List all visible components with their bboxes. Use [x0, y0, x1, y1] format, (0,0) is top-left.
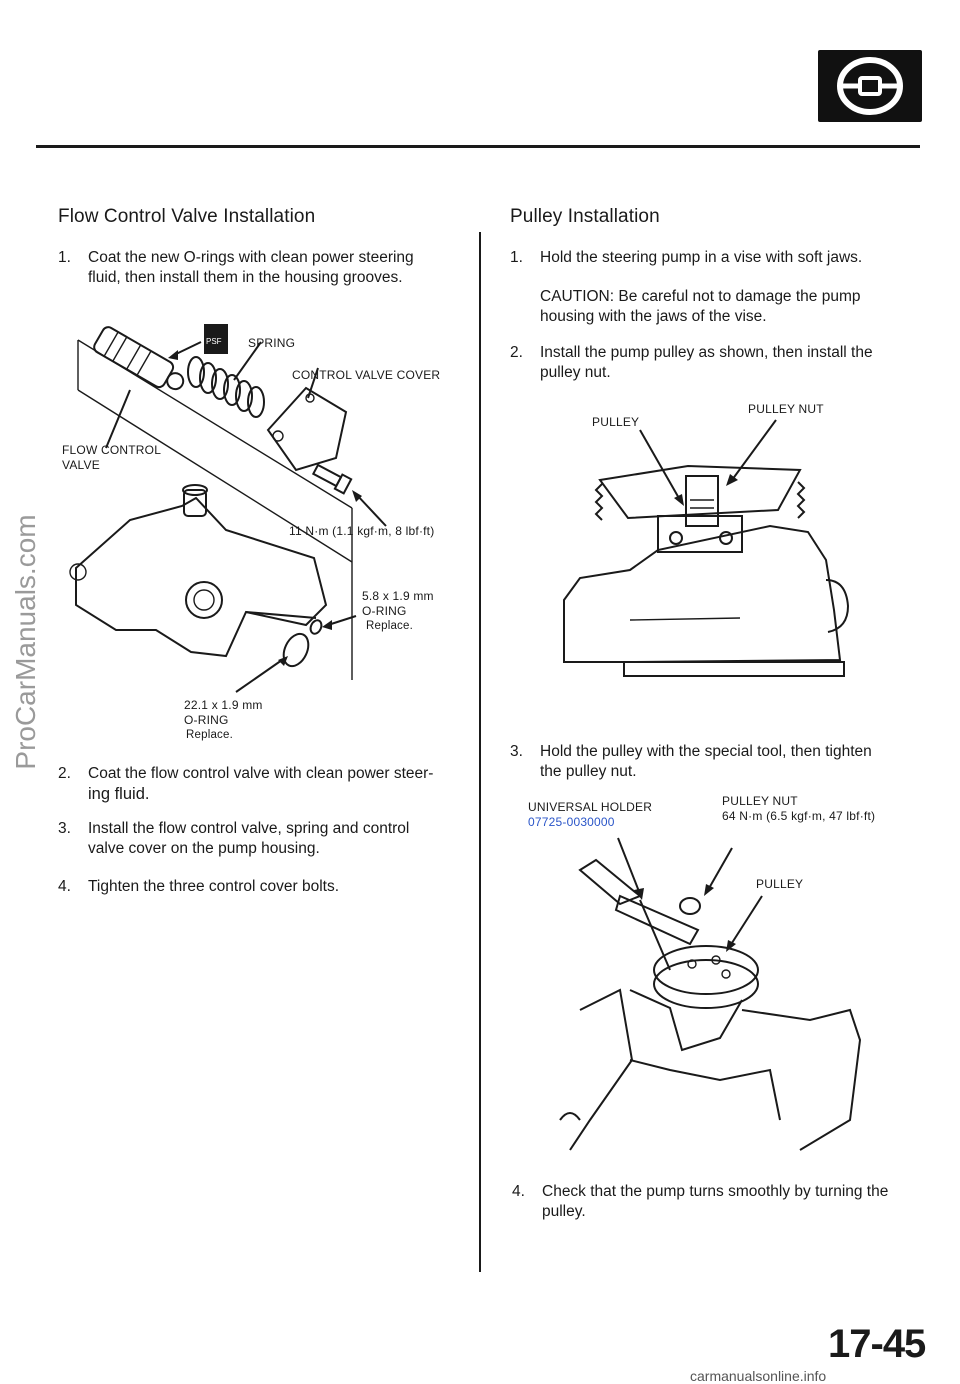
- watermark: ProCarManuals.com: [10, 514, 41, 770]
- label-large-oring: O-RING: [184, 713, 229, 727]
- header-rule: [36, 145, 920, 148]
- step-text-line: the pulley nut.: [540, 763, 637, 780]
- right-step-3: 3. Hold the pulley with the special tool…: [510, 741, 910, 785]
- caution-note: CAUTION: Be careful not to damage the pu…: [540, 286, 910, 330]
- step-text-line: pulley.: [542, 1203, 586, 1220]
- right-step-1: 1. Hold the steering pump in a vise with…: [510, 247, 910, 269]
- footer-watermark: carmanualsonline.info: [690, 1368, 827, 1384]
- label-spring: SPRING: [248, 336, 296, 350]
- step-text-line: fluid, then install them in the housing …: [88, 269, 403, 286]
- label-large-oring-note: Replace.: [186, 729, 233, 741]
- section-title-pulley: Pulley Installation: [510, 206, 660, 227]
- step-text-line: Coat the new O-rings with clean power st…: [88, 249, 414, 266]
- label-control-valve-cover: CONTROL VALVE COVER: [292, 368, 441, 382]
- step-text-line: ing fluid.: [88, 785, 150, 803]
- label-large-oring-size: 22.1 x 1.9 mm: [184, 698, 263, 712]
- right-step-2: 2. Install the pump pulley as shown, the…: [510, 342, 910, 386]
- right-step-4: 4. Check that the pump turns smoothly by…: [512, 1181, 912, 1225]
- left-step-2: 2. Coat the flow control valve with clea…: [58, 763, 458, 807]
- step-number: 3.: [510, 743, 523, 760]
- page-number: 17-45: [828, 1322, 926, 1366]
- label-universal-holder: UNIVERSAL HOLDER: [528, 800, 653, 814]
- step-number: 2.: [58, 765, 71, 782]
- psf-badge: PSF: [206, 337, 222, 346]
- universal-holder-drawing: [559, 837, 862, 1151]
- step-number: 1.: [58, 249, 71, 266]
- label-small-oring-size: 5.8 x 1.9 mm: [362, 589, 434, 603]
- step-text-line: Hold the steering pump in a vise with so…: [540, 249, 863, 266]
- step-text-line: Check that the pump turns smoothly by tu…: [542, 1183, 889, 1200]
- step-text-line: Install the pump pulley as shown, then i…: [540, 344, 873, 361]
- pulley-install-figure: [540, 400, 880, 700]
- step-text-line: valve cover on the pump housing.: [88, 840, 320, 857]
- left-step-4: 4. Tighten the three control cover bolts…: [58, 876, 458, 898]
- pulley-torque-figure: [520, 820, 880, 1165]
- left-step-1: 1. Coat the new O-rings with clean power…: [58, 247, 458, 291]
- step-text-line: Coat the flow control valve with clean p…: [88, 765, 434, 782]
- label-pulley: PULLEY: [592, 415, 640, 429]
- label-flow-control-valve: FLOW CONTROL: [62, 443, 162, 457]
- label-pulley-nut: PULLEY NUT: [748, 402, 824, 416]
- label-small-oring-note: Replace.: [366, 620, 413, 632]
- step-text-line: Tighten the three control cover bolts.: [88, 878, 340, 895]
- label-pulley-2: PULLEY: [756, 877, 804, 891]
- steering-wheel-icon: [818, 50, 922, 122]
- left-step-3: 3. Install the flow control valve, sprin…: [58, 818, 458, 862]
- exploded-view-drawing: PSF: [69, 324, 387, 693]
- step-text-line: Install the flow control valve, spring a…: [88, 820, 410, 837]
- caution-line: housing with the jaws of the vise.: [540, 308, 767, 325]
- step-number: 1.: [510, 249, 523, 266]
- pulley-section-drawing: [563, 419, 850, 677]
- step-number: 2.: [510, 344, 523, 361]
- step-text-line: pulley nut.: [540, 364, 611, 381]
- label-pulley-nut-torque: 64 N·m (6.5 kgf·m, 47 lbf·ft): [722, 809, 876, 823]
- label-flow-control-valve-2: VALVE: [62, 458, 100, 472]
- label-holder-part-number: 07725-0030000: [528, 815, 615, 829]
- step-number: 4.: [58, 878, 71, 895]
- label-pulley-nut-2: PULLEY NUT: [722, 794, 798, 808]
- step-number: 4.: [512, 1183, 525, 1200]
- step-text-line: Hold the pulley with the special tool, t…: [540, 743, 872, 760]
- section-title-flow-control: Flow Control Valve Installation: [58, 206, 316, 227]
- step-number: 3.: [58, 820, 71, 837]
- label-small-oring: O-RING: [362, 604, 407, 618]
- caution-line: CAUTION: Be careful not to damage the pu…: [540, 288, 861, 305]
- column-divider: [479, 232, 481, 1272]
- label-cover-bolt-torque: 11 N·m (1.1 kgf·m, 8 lbf·ft): [289, 524, 435, 538]
- flow-control-valve-figure: PSF: [56, 300, 456, 745]
